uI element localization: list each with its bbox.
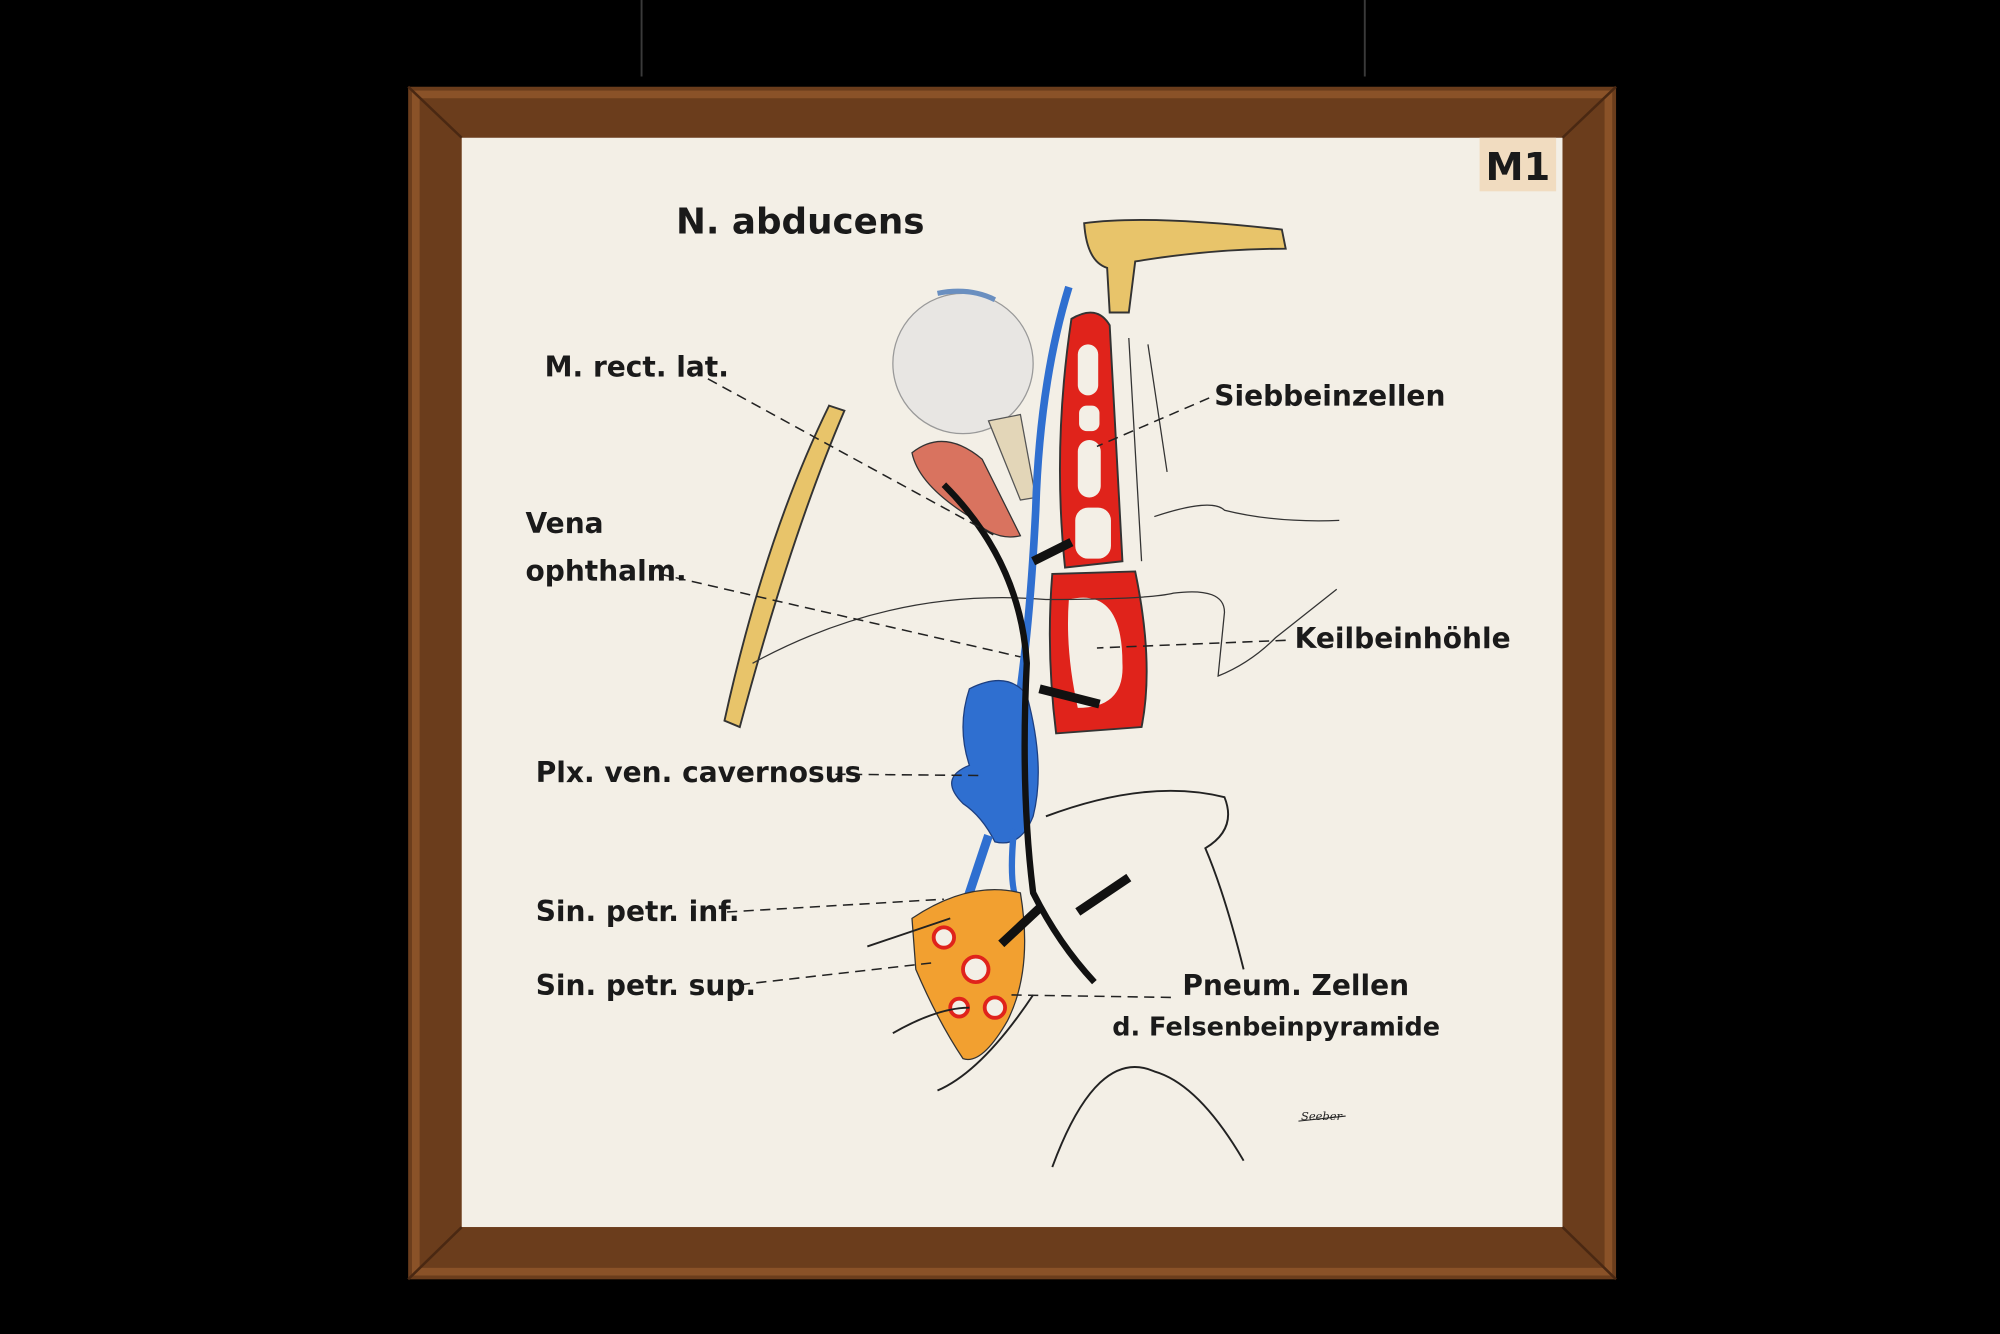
poster-board (461, 137, 1563, 1228)
eyeball (892, 292, 1034, 435)
abducens-nerve (941, 482, 1097, 985)
label-pneum-zellen: Pneum. Zellen (1182, 969, 1409, 1002)
label-plx-ven-cavernosus: Plx. ven. cavernosus (536, 756, 862, 789)
lateral-rectus-muscle (911, 440, 1022, 538)
label-felsenbeinpyramide: d. Felsenbeinpyramide (1112, 1013, 1440, 1043)
label-m-rect-lat: M. rect. lat. (545, 350, 729, 383)
catalog-label: M1 (1486, 145, 1551, 190)
poster-title: N. abducens (676, 201, 925, 242)
label-keilbeinhoehle: Keilbeinhöhle (1295, 622, 1511, 655)
label-siebbeinzellen: Siebbeinzellen (1214, 380, 1445, 413)
catalog-label-card (1479, 137, 1557, 192)
artist-signature: Seeber (1301, 1109, 1344, 1123)
frontal-bone (1083, 218, 1287, 314)
ethmoid-cells (1059, 311, 1124, 569)
label-vena: Vena (526, 507, 604, 540)
orbital-bone (723, 404, 846, 729)
label-sin-petr-inf: Sin. petr. inf. (536, 895, 740, 928)
label-ophthalm: ophthalm. (526, 554, 687, 587)
label-sin-petr-sup: Sin. petr. sup. (536, 969, 756, 1002)
